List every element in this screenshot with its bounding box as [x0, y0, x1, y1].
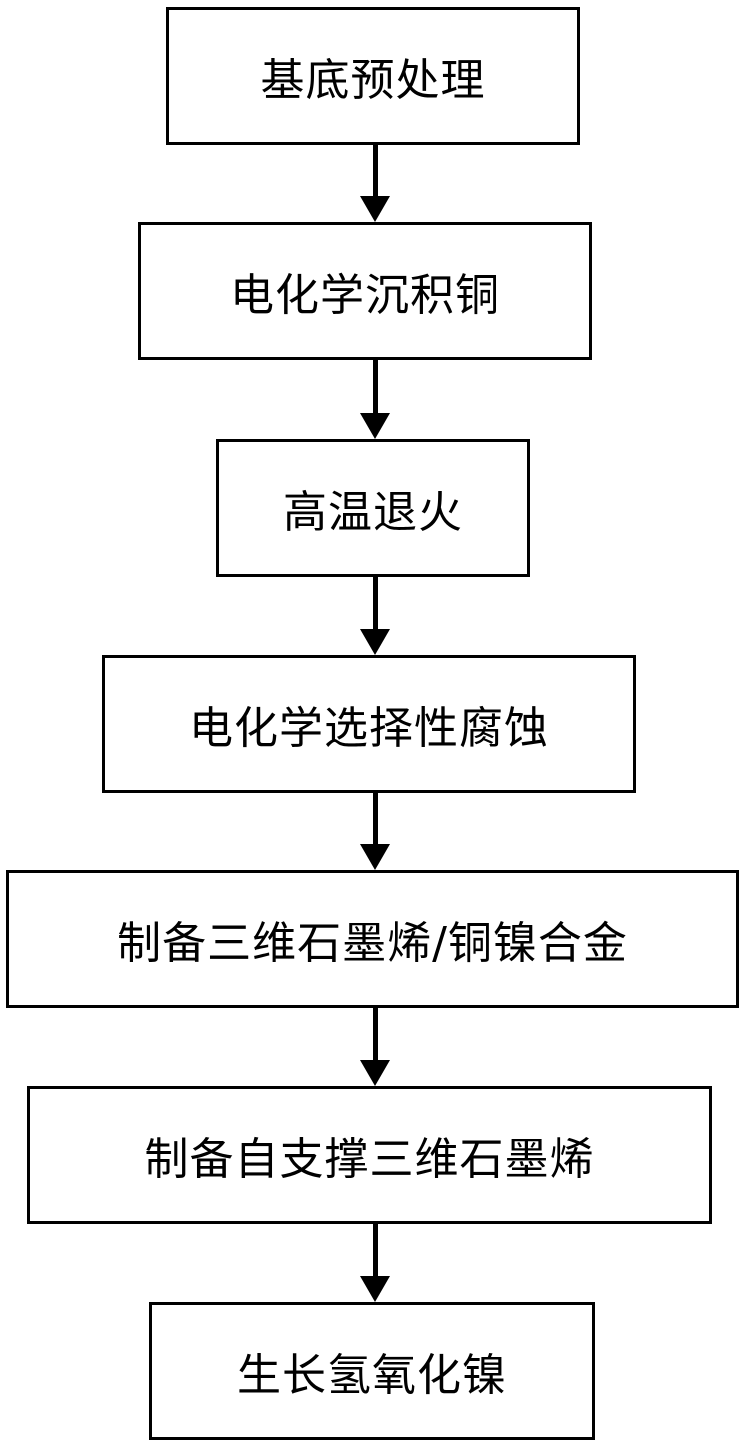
step-box-prepare-graphene-alloy: 制备三维石墨烯/铜镍合金: [6, 870, 739, 1008]
step-box-substrate-pretreatment: 基底预处理: [166, 7, 580, 145]
step-box-selective-etching: 电化学选择性腐蚀: [102, 655, 636, 793]
step-box-high-temp-anneal: 高温退火: [216, 439, 530, 577]
down-arrow-icon: [360, 1224, 390, 1302]
down-arrow-icon: [360, 577, 390, 655]
step-box-freestanding-graphene: 制备自支撑三维石墨烯: [27, 1086, 712, 1224]
step-label: 制备三维石墨烯/铜镍合金: [117, 918, 628, 969]
step-box-electrodeposit-copper: 电化学沉积铜: [138, 222, 592, 360]
step-label: 基底预处理: [260, 55, 486, 106]
step-label: 电化学选择性腐蚀: [189, 703, 549, 754]
step-label: 生长氢氧化镍: [237, 1350, 507, 1401]
down-arrow-icon: [360, 1008, 390, 1086]
step-box-grow-nickel-hydroxide: 生长氢氧化镍: [149, 1302, 595, 1440]
down-arrow-icon: [360, 145, 390, 222]
step-label: 制备自支撑三维石墨烯: [144, 1134, 595, 1185]
down-arrow-icon: [360, 793, 390, 870]
down-arrow-icon: [360, 360, 390, 439]
step-label: 电化学沉积铜: [230, 270, 500, 321]
step-label: 高温退火: [283, 487, 463, 538]
